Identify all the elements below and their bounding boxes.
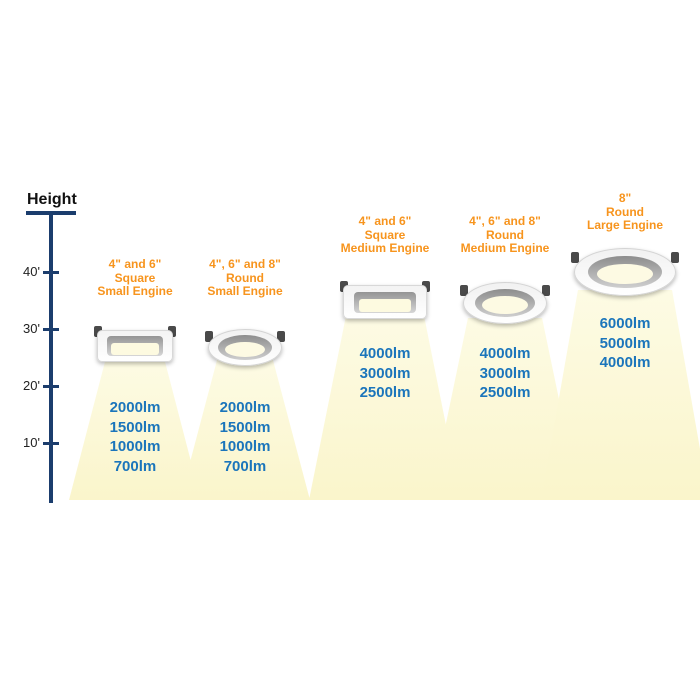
lumen-value: 2500lm	[359, 384, 411, 401]
lumen-value: 3000lm	[479, 364, 531, 382]
mounting-clip-icon	[277, 331, 285, 342]
fixture-label-line: 4", 6" and 8"	[469, 214, 541, 228]
lumen-list: 4000lm 3000lm 2500lm	[445, 344, 565, 403]
fixture-label: 4", 6" and 8" Round Medium Engine	[430, 214, 580, 256]
fixture-label-line: Round	[226, 270, 264, 285]
tick-mark-10	[43, 442, 59, 445]
fixture-label: 4" and 6" Square Medium Engine	[310, 214, 460, 256]
fixture-label-line: Small Engine	[97, 284, 173, 298]
fixture-label: 4", 6" and 8" Round Small Engine	[170, 257, 320, 299]
fixture-label-line: Square	[364, 227, 406, 242]
tick-label-10: 10'	[23, 435, 40, 450]
downlight-square-icon	[340, 281, 430, 319]
fixture-label-line: 4" and 6"	[108, 257, 162, 271]
lumen-value: 1500lm	[109, 418, 161, 436]
lumen-list: 2000lm 1500lm 1000lm 700lm	[75, 398, 195, 476]
fixture-label-line: 8"	[618, 191, 632, 205]
downlight-round-icon	[205, 329, 285, 366]
lumen-value: 4000lm	[479, 345, 531, 362]
downlight-round-icon	[460, 282, 550, 324]
fixture-label: 4" and 6" Square Small Engine	[60, 257, 210, 299]
tick-mark-30	[43, 328, 59, 331]
mounting-clip-icon	[671, 252, 679, 263]
fixture-glow	[225, 341, 265, 358]
lumen-list: 6000lm 5000lm 4000lm	[565, 314, 685, 373]
lumen-value: 6000lm	[599, 315, 651, 332]
tick-label-40: 40'	[23, 264, 40, 279]
lumen-list: 4000lm 3000lm 2500lm	[325, 344, 445, 403]
lumen-value: 1500lm	[219, 418, 271, 436]
fixture-label-line: Medium Engine	[340, 241, 430, 255]
tick-mark-20	[43, 385, 59, 388]
fixture-label-line: Round	[606, 204, 644, 219]
lumen-value: 2000lm	[109, 399, 161, 416]
tick-mark-40	[43, 271, 59, 274]
lumen-value: 2000lm	[219, 399, 271, 416]
tick-label-20: 20'	[23, 378, 40, 393]
lumen-value: 4000lm	[359, 345, 411, 362]
fixture-glow	[111, 343, 159, 355]
lumen-value: 1000lm	[219, 438, 271, 455]
fixture-label-line: Square	[114, 270, 156, 285]
fixture-label: 8" Round Large Engine	[550, 191, 700, 233]
mounting-clip-icon	[542, 285, 550, 296]
lumen-value: 700lm	[223, 457, 267, 475]
mounting-clip-icon	[460, 285, 468, 296]
lumen-value: 4000lm	[599, 354, 651, 371]
tick-label-30: 30'	[23, 321, 40, 336]
lumen-value: 2500lm	[479, 384, 531, 401]
fixture-label-line: 4", 6" and 8"	[209, 257, 281, 271]
mounting-clip-icon	[571, 252, 579, 263]
downlight-square-icon	[94, 326, 176, 362]
fixture-label-line: Large Engine	[586, 218, 663, 232]
lumen-list: 2000lm 1500lm 1000lm 700lm	[185, 398, 305, 476]
fixture-glow	[482, 296, 528, 314]
lumen-value: 5000lm	[599, 334, 651, 352]
downlight-round-icon	[571, 248, 679, 296]
lumen-value: 1000lm	[109, 438, 161, 455]
fixture-label-line: Small Engine	[207, 284, 283, 298]
axis-line	[49, 211, 53, 503]
fixture-label-line: Round	[486, 227, 524, 242]
fixture-glow	[358, 299, 412, 312]
lumen-value: 700lm	[113, 457, 157, 475]
mounting-clip-icon	[205, 331, 213, 342]
fixture-label-line: Medium Engine	[460, 241, 550, 255]
axis-title: Height	[27, 191, 77, 208]
fixture-glow	[597, 264, 653, 285]
fixture-label-line: 4" and 6"	[358, 214, 412, 228]
lumen-value: 3000lm	[359, 364, 411, 382]
